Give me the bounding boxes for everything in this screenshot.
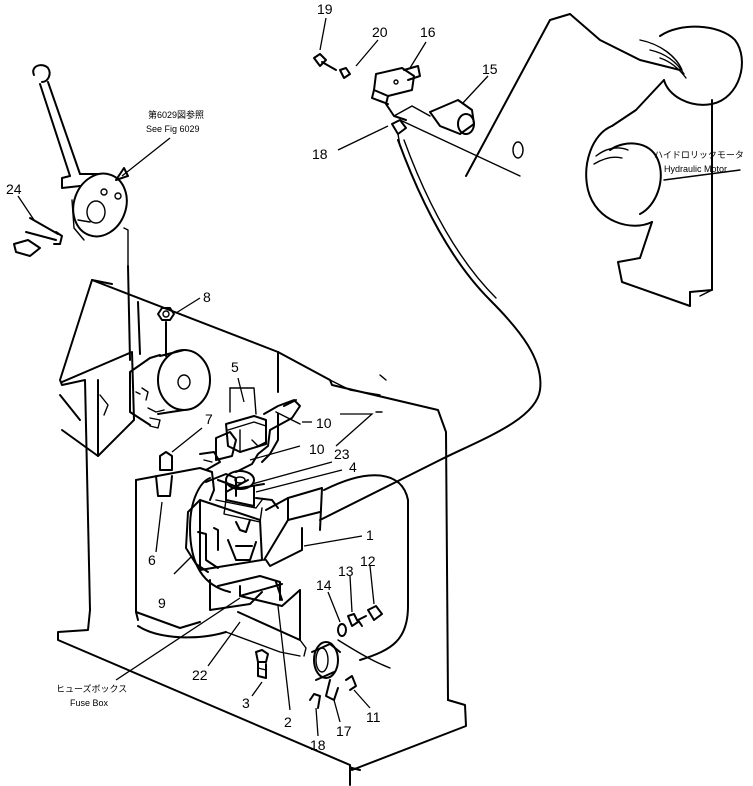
see-fig-jp-label: 第6029図参照	[148, 109, 204, 120]
hydraulic-motor-jp-label: ハイドロリックモータ	[654, 150, 744, 160]
fuse-box-lead	[115, 597, 241, 681]
lamp-assembly	[309, 641, 371, 737]
lever-cable	[127, 265, 131, 361]
part-number: 17	[336, 723, 352, 739]
see-fig-en-label: See Fig 6029	[146, 124, 200, 134]
part-4-switch	[215, 461, 343, 523]
control-lever	[32, 64, 129, 267]
part-number: 18	[310, 737, 326, 753]
part-number: 12	[360, 553, 376, 569]
part-number: 3	[242, 695, 250, 711]
part-10-bracket	[235, 399, 374, 473]
part-6-lead	[155, 501, 163, 553]
upper-bracket	[313, 17, 524, 177]
housing-frame	[57, 279, 467, 786]
part-23-lead	[207, 621, 241, 667]
part-number: 9	[158, 595, 166, 611]
hydraulic-motor	[465, 13, 743, 307]
main-box	[135, 467, 409, 661]
part-number: 10	[309, 441, 325, 457]
part-24-pin	[13, 195, 63, 257]
part-number: 19	[317, 1, 333, 17]
bottom-wire	[225, 631, 391, 669]
see-fig-arrow	[115, 167, 129, 181]
part-number: 4	[349, 459, 357, 475]
part-number: 10	[316, 415, 332, 431]
fastener-set	[327, 565, 383, 637]
see-fig-lead	[121, 137, 171, 177]
part-number: 22	[192, 667, 208, 683]
hydraulic-motor-en-label: Hydraulic Motor	[664, 164, 727, 174]
part-1-lead	[303, 535, 363, 547]
part-number: 16	[420, 24, 436, 40]
part-number: 11	[366, 709, 381, 725]
part-number: 24	[6, 181, 22, 197]
fuse-box-jp-label: ヒューズボックス	[56, 683, 127, 694]
part-number: 7	[205, 411, 213, 427]
part-number: 14	[316, 577, 332, 593]
part-number: 5	[231, 359, 239, 375]
reference-captions: 第6029図参照 See Fig 6029 ハイドロリックモータ Hydraul…	[56, 109, 744, 708]
fuse-box-en-label: Fuse Box	[70, 698, 109, 708]
part-number: 23	[334, 446, 350, 462]
part-number: 15	[482, 61, 498, 77]
part-number-labels: 19 20 16 15 18 24 8 5 7 10 10 23 4 1 6 1…	[6, 1, 498, 753]
part-number: 2	[284, 714, 292, 730]
part-2-part	[275, 581, 291, 711]
control-cable	[319, 139, 542, 521]
part-7-connector	[155, 427, 203, 497]
part-number: 18	[312, 146, 328, 162]
part-number: 20	[372, 24, 388, 40]
part-8-nut	[157, 297, 201, 357]
part-number: 13	[338, 563, 354, 579]
part-number: 8	[203, 289, 211, 305]
switch-bracket	[59, 349, 211, 457]
part-number: 1	[366, 527, 374, 543]
part-3-screw	[251, 649, 269, 697]
part-5-relay	[199, 377, 267, 471]
part-9-lead	[173, 555, 193, 575]
part-number: 6	[148, 552, 156, 568]
